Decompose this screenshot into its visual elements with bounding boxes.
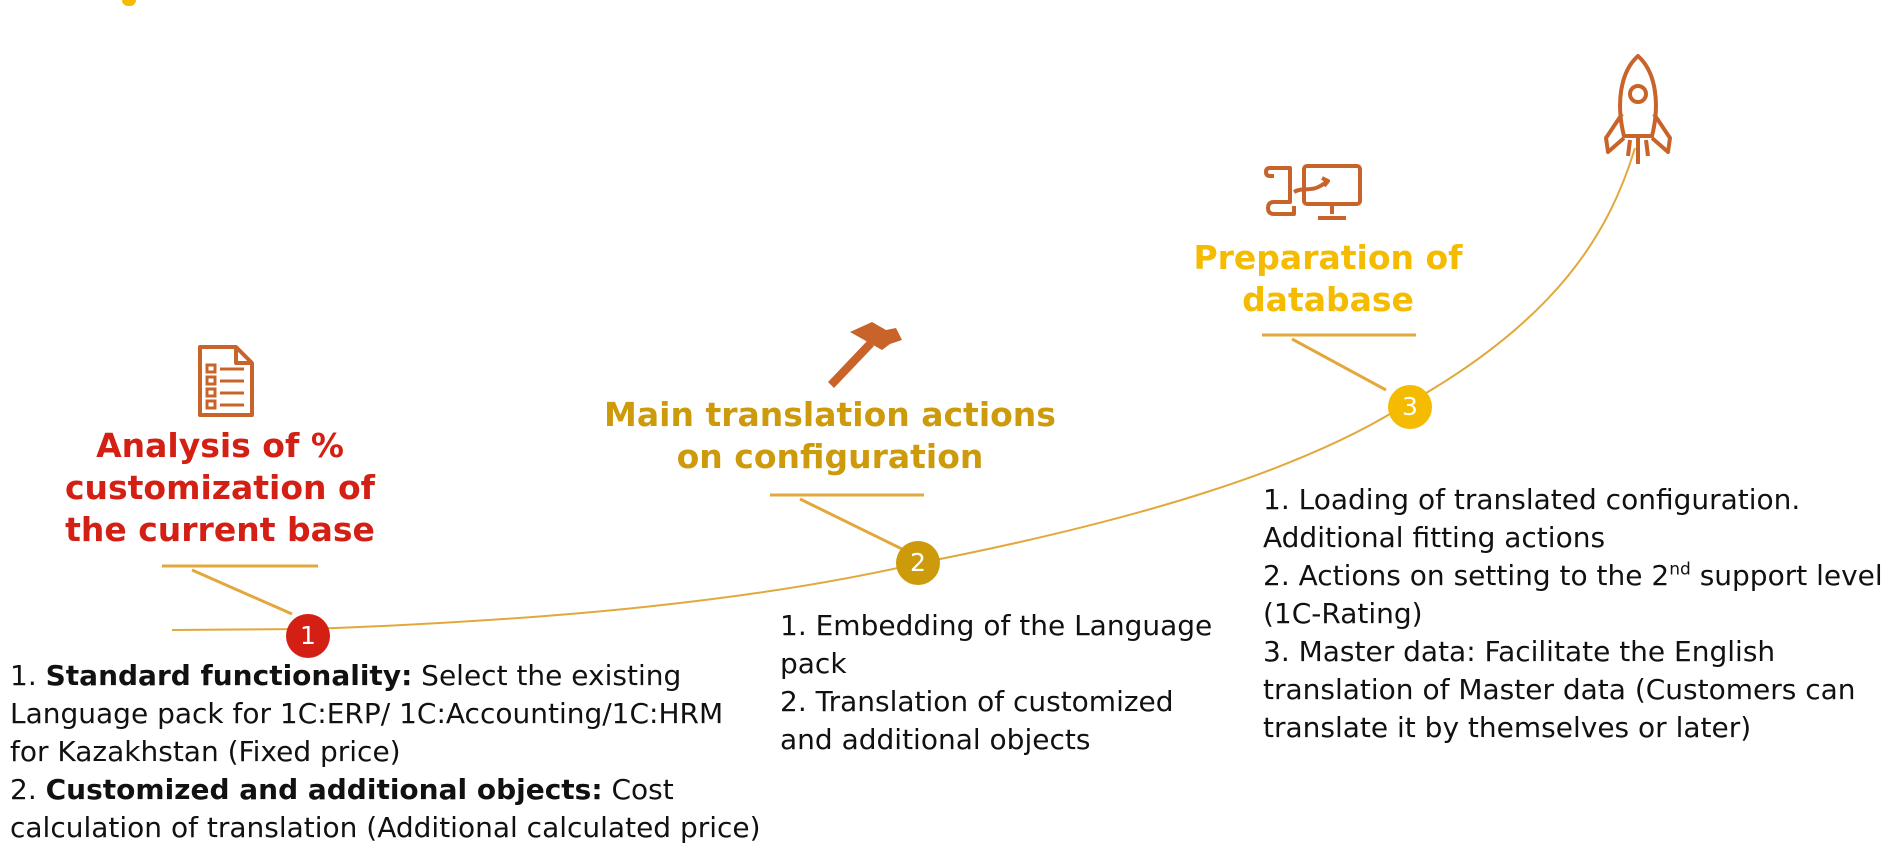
stage-1-description: 1. Standard functionality: Select the ex… (10, 657, 770, 847)
item-number: 2. (10, 773, 46, 806)
stage-3-title: Preparation of database (1168, 237, 1488, 321)
progress-path (171, 147, 1636, 631)
item-text: Cost calculation of translation (Additio… (10, 773, 761, 844)
stage-3-item: 2. Actions on setting to the 2nd support… (1263, 557, 1888, 633)
connector-1-leader (191, 568, 293, 616)
stage-1-item: 1. Standard functionality: Select the ex… (10, 657, 770, 771)
stage-3-badge: 3 (1388, 385, 1432, 429)
stage-1-title-line: customization of (64, 468, 376, 507)
stage-1-title-line: the current base (65, 510, 375, 549)
checklist-document-icon (198, 345, 254, 417)
stage-2-badge: 2 (896, 541, 940, 585)
stage-3-title-line: Preparation of (1193, 238, 1463, 277)
item-heading: Standard functionality: (45, 659, 413, 692)
item-text: 2. Actions on setting to the 2 (1263, 559, 1670, 592)
stage-1-badge: 1 (286, 614, 330, 658)
stage-2-title: Main translation actions on configuratio… (590, 394, 1070, 478)
item-text: support level (1C-Rating) (1263, 559, 1883, 630)
rocket-icon (1604, 54, 1672, 164)
stage-3-title-line: database (1242, 280, 1414, 319)
database-monitor-icon (1264, 164, 1362, 220)
item-text: Select the existing Language pack for 1C… (10, 659, 724, 768)
stage-2-item: 1. Embedding of the Language pack (780, 609, 1213, 680)
item-heading: Customized and additional objects: (45, 773, 603, 806)
stage-2-item: 2. Translation of customized and additio… (780, 685, 1174, 756)
stage-2-title-line: on configuration (676, 437, 984, 476)
stage-1-title: Analysis of % customization of the curre… (60, 425, 380, 551)
stage-3-item: 1. Loading of translated configuration. … (1263, 483, 1801, 554)
connector-3-leader (1291, 337, 1387, 392)
stage-1-title-line: Analysis of % (96, 426, 344, 465)
item-number: 1. (10, 659, 46, 692)
hammer-icon (828, 322, 902, 388)
top-edge-mark (122, 0, 136, 6)
stage-3-description: 1. Loading of translated configuration. … (1263, 481, 1888, 747)
connector-2-leader (799, 497, 903, 551)
stage-2-description: 1. Embedding of the Language pack 2. Tra… (780, 607, 1220, 759)
stage-2-title-line: Main translation actions (604, 395, 1056, 434)
stage-3-item: 3. Master data: Facilitate the English t… (1263, 635, 1856, 744)
stage-1-item: 2. Customized and additional objects: Co… (10, 771, 770, 847)
item-superscript: nd (1669, 559, 1691, 580)
